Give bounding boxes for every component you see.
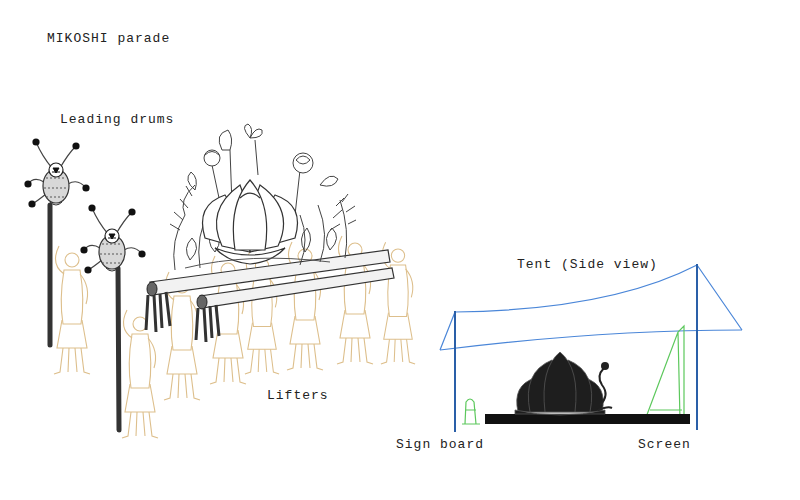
part-label: Lifters [267, 388, 329, 403]
part-label: Tent (Side view) [517, 257, 658, 272]
part-label: Sign board [396, 437, 484, 452]
part-label: Screen [638, 437, 691, 452]
part-label: Leading drums [60, 112, 174, 127]
diagram-title: MIKOSHI parade [47, 31, 170, 46]
